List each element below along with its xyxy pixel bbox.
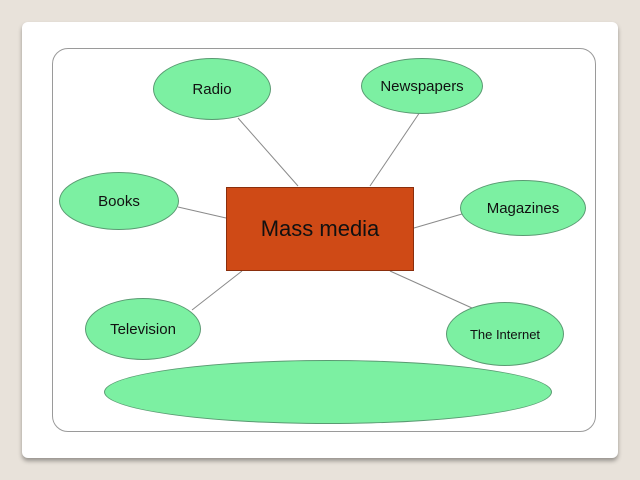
node-television: Television <box>85 298 201 360</box>
connector-magazines <box>413 213 463 229</box>
node-books: Books <box>59 172 179 230</box>
connector-books <box>177 206 227 219</box>
node-magazines-label: Magazines <box>486 199 560 217</box>
center-node-label: Mass media <box>260 216 380 241</box>
node-radio-label: Radio <box>192 80 232 98</box>
node-radio: Radio <box>153 58 271 120</box>
node-newspapers: Newspapers <box>361 58 483 114</box>
connector-radio <box>237 117 299 187</box>
node-books-label: Books <box>98 192 140 210</box>
node-internet-label: The Internet <box>469 326 541 342</box>
node-internet: The Internet <box>446 302 564 366</box>
node-magazines: Magazines <box>460 180 586 236</box>
connector-newspapers <box>369 111 421 187</box>
connector-television <box>191 270 243 311</box>
node-blank <box>104 360 552 424</box>
connector-internet <box>389 270 473 309</box>
node-newspapers-label: Newspapers <box>380 77 464 95</box>
node-television-label: Television <box>110 320 176 338</box>
center-node-mass-media: Mass media <box>226 187 414 271</box>
